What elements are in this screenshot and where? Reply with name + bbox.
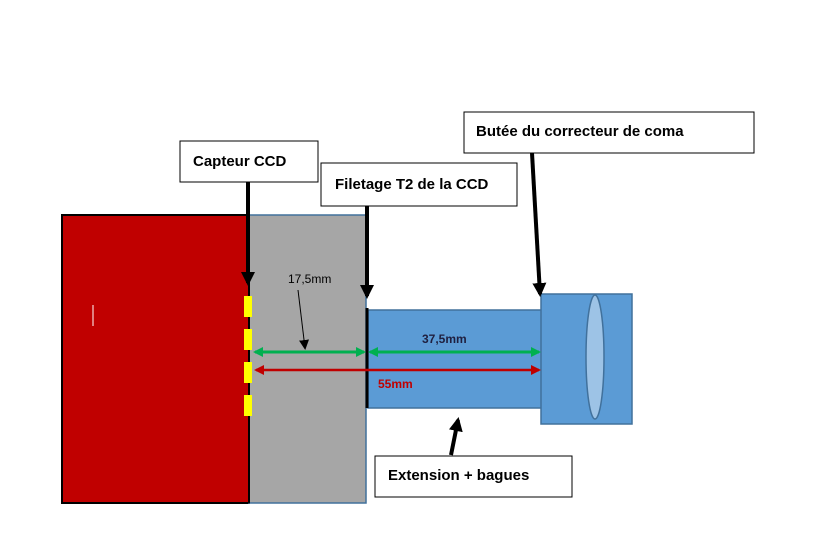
callout-extension-arrow (448, 417, 463, 456)
dim-label-sensor-to-thread: 17,5mm (288, 272, 331, 286)
dim-label-total: 55mm (378, 377, 413, 391)
dim-pointer-sensor-to-thread (297, 289, 310, 350)
corrector-lens (585, 294, 605, 420)
camera-adapter (248, 214, 367, 504)
callout-corrector-stop-label: Butée du correcteur de coma (476, 123, 684, 140)
callout-corrector-stop: Butée du correcteur de coma (463, 111, 755, 154)
callout-ccd-sensor-label: Capteur CCD (193, 153, 287, 170)
callout-corrector-stop-arrow (530, 152, 547, 297)
callout-extension: Extension + bagues (374, 455, 573, 498)
dim-label-thread-to-stop: 37,5mm (422, 332, 467, 346)
callout-t2-thread-label: Filetage T2 de la CCD (335, 176, 489, 193)
camera-body (61, 214, 250, 504)
callout-t2-thread: Filetage T2 de la CCD (320, 162, 518, 207)
callout-extension-label: Extension + bagues (388, 467, 529, 484)
callout-ccd-sensor: Capteur CCD (179, 140, 319, 183)
extension-tube (367, 309, 543, 409)
